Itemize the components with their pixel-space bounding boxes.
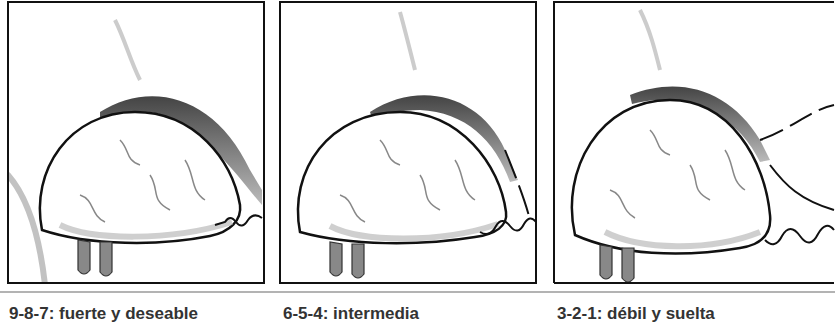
score-caption: 6-5-4: intermedia bbox=[283, 304, 419, 324]
udder-weak bbox=[572, 10, 834, 282]
udder-intermediate bbox=[298, 12, 535, 278]
score-caption: 9-8-7: fuerte y deseable bbox=[9, 304, 198, 324]
score-caption: 3-2-1: débil y suelta bbox=[557, 304, 715, 324]
udder-strong bbox=[9, 20, 262, 282]
